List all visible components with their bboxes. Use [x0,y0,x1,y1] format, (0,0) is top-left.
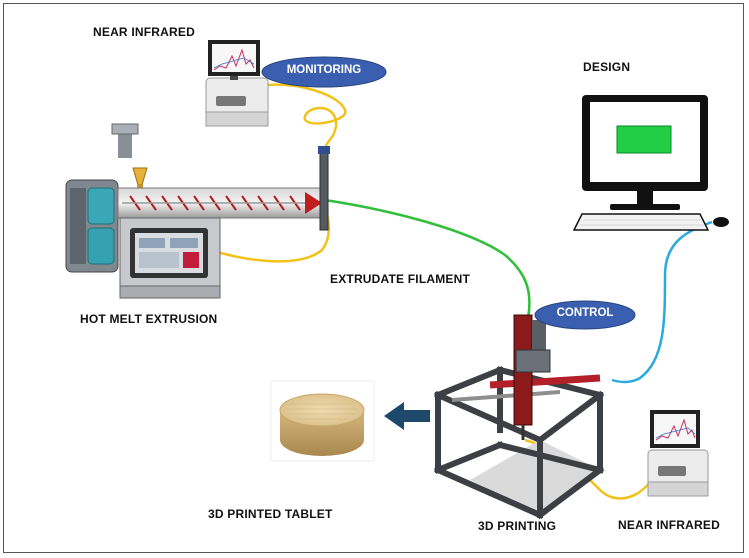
figure-frame [3,3,744,553]
hot-melt-extrusion-label: HOT MELT EXTRUSION [80,312,218,326]
near-infrared-bottom-label: NEAR INFRARED [618,518,720,532]
extrudate-filament-path [324,198,531,319]
hot-melt-extruder [65,123,330,299]
monitoring-label: MONITORING [286,64,362,76]
control-label: CONTROL [556,307,614,319]
printed-tablet-label: 3D PRINTED TABLET [208,507,333,521]
design-control-cable [611,220,713,384]
extrudate-filament-label: EXTRUDATE FILAMENT [330,272,471,286]
output-arrow [384,402,430,430]
hme-display-cable [209,214,331,263]
near-infrared-spectrometer-top [205,40,269,127]
nir-monitoring-cable [255,83,347,151]
3d-printing-label: 3D PRINTING [478,519,557,533]
control-pill [534,300,636,330]
monitoring-pill [261,56,387,88]
design-label: DESIGN [583,60,631,74]
design-computer [572,95,729,231]
near-infrared-top-label: NEAR INFRARED [93,25,195,39]
near-infrared-spectrometer-bottom [647,410,709,497]
3d-printer [434,314,605,520]
printed-tablet-photo [270,380,375,462]
